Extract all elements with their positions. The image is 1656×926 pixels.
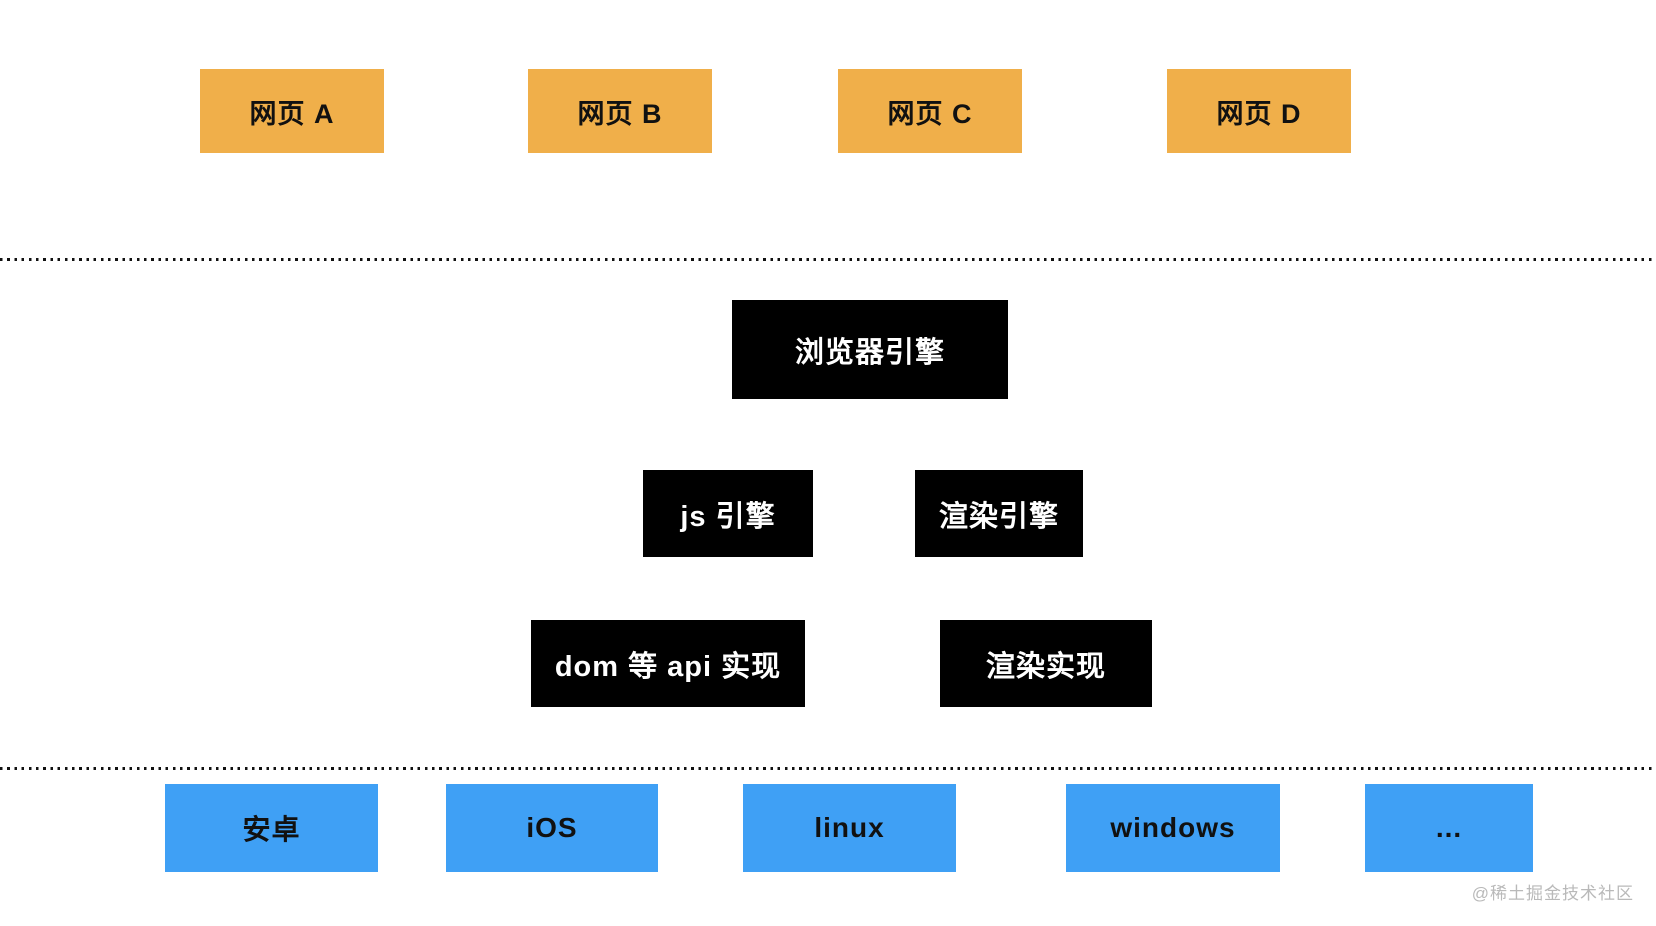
os-more-label: ... [1435, 812, 1463, 843]
dotted-divider-top [0, 258, 1656, 261]
os-more-box: ... [1365, 784, 1533, 872]
browser-engine-box: 浏览器引擎 [732, 300, 1008, 399]
os-ios-box: iOS [446, 784, 658, 872]
juejin-watermark: @稀土掘金技术社区 [1471, 884, 1634, 903]
os-linux-label: linux [814, 812, 885, 843]
os-android-label: 安卓 [242, 814, 301, 845]
js-engine-label: js 引擎 [680, 500, 776, 533]
webpage-c-label: 网页 C [887, 98, 973, 129]
os-linux-box: linux [743, 784, 956, 872]
browser-engine-label: 浏览器引擎 [794, 336, 945, 369]
dotted-divider-bottom [0, 767, 1656, 770]
webpage-b-label: 网页 B [577, 98, 663, 129]
render-impl-label: 渲染实现 [985, 650, 1106, 683]
webpage-d-box: 网页 D [1167, 69, 1351, 153]
dom-api-impl-box: dom 等 api 实现 [531, 620, 805, 707]
render-impl-box: 渲染实现 [940, 620, 1152, 707]
webpage-b-box: 网页 B [528, 69, 712, 153]
os-ios-label: iOS [526, 812, 578, 843]
render-engine-box: 渲染引擎 [915, 470, 1083, 557]
render-engine-label: 渲染引擎 [938, 500, 1059, 533]
os-windows-label: windows [1110, 812, 1236, 843]
dom-api-impl-label: dom 等 api 实现 [554, 650, 782, 683]
webpage-a-box: 网页 A [200, 69, 384, 153]
webpage-d-label: 网页 D [1216, 98, 1302, 129]
js-engine-box: js 引擎 [643, 470, 813, 557]
os-windows-box: windows [1066, 784, 1280, 872]
os-android-box: 安卓 [165, 784, 378, 872]
webpage-a-label: 网页 A [249, 98, 335, 129]
webpage-c-box: 网页 C [838, 69, 1022, 153]
